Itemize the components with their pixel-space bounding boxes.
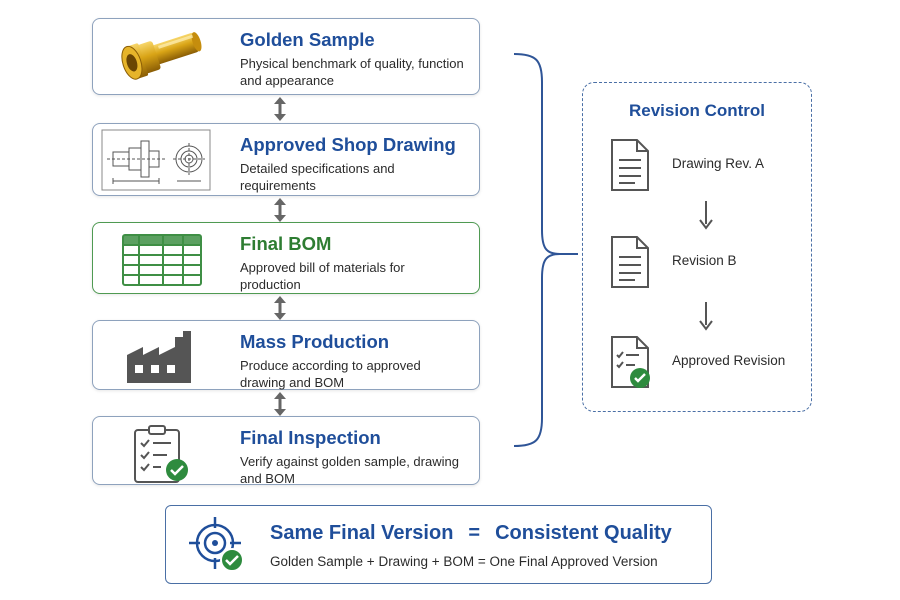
revision-label: Approved Revision	[672, 353, 786, 368]
double-arrow-icon	[274, 97, 286, 121]
revision-item: Approved Revision	[609, 335, 799, 389]
step-description: Physical benchmark of quality, function …	[240, 56, 464, 88]
step-final-inspection: Final Inspection Verify against golden s…	[92, 416, 480, 486]
double-arrow-icon	[274, 296, 286, 320]
summary-subtitle: Golden Sample + Drawing + BOM = One Fina…	[270, 554, 658, 569]
step-final-bom: Final BOM Approved bill of materials for…	[92, 222, 480, 294]
step-title: Final Inspection	[240, 427, 381, 448]
document-icon	[611, 236, 649, 288]
inspection-clipboard-icon	[134, 425, 188, 483]
revision-label: Drawing Rev. A	[672, 156, 765, 171]
step-golden-sample: Golden Sample Physical benchmark of qual…	[92, 18, 480, 95]
step-title: Golden Sample	[240, 29, 375, 50]
summary-equals: =	[468, 522, 481, 544]
target-check-icon	[189, 517, 244, 572]
shop-drawing-icon	[101, 129, 211, 191]
step-mass-production: Mass Production Produce according to app…	[92, 320, 480, 390]
step-description: Approved bill of materials for productio…	[240, 260, 405, 292]
step-description: Produce according to approved drawing an…	[240, 358, 421, 390]
revision-item: Drawing Rev. A	[609, 138, 799, 192]
summary-title-right: Consistent Quality	[495, 522, 672, 544]
down-arrow-icon	[699, 201, 713, 230]
revision-control-panel: Revision Control Drawing Rev. A Revision…	[582, 82, 812, 412]
factory-icon	[127, 331, 191, 383]
revision-label: Revision B	[672, 253, 737, 268]
step-description: Detailed specifications and requirements	[240, 161, 395, 193]
step-title: Final BOM	[240, 233, 332, 254]
step-approved-shop-drawing: Approved Shop Drawing Detailed specifica…	[92, 123, 480, 196]
approved-document-icon	[611, 336, 650, 388]
bracket-connector	[513, 53, 578, 447]
revision-item: Revision B	[609, 235, 799, 289]
step-title: Approved Shop Drawing	[240, 134, 456, 155]
summary-title: Same Final Version = Consistent Quality	[270, 522, 672, 545]
step-title: Mass Production	[240, 331, 390, 352]
double-arrow-icon	[274, 392, 286, 416]
down-arrow-icon	[699, 302, 713, 331]
bom-table-icon	[122, 234, 202, 286]
step-description: Verify against golden sample, drawing an…	[240, 454, 459, 486]
golden-part-icon	[121, 32, 202, 80]
summary-title-left: Same Final Version	[270, 522, 454, 544]
double-arrow-icon	[274, 198, 286, 222]
revision-control-title: Revision Control	[628, 101, 765, 120]
document-icon	[611, 139, 649, 191]
summary-banner: Same Final Version = Consistent Quality Go…	[165, 505, 712, 584]
